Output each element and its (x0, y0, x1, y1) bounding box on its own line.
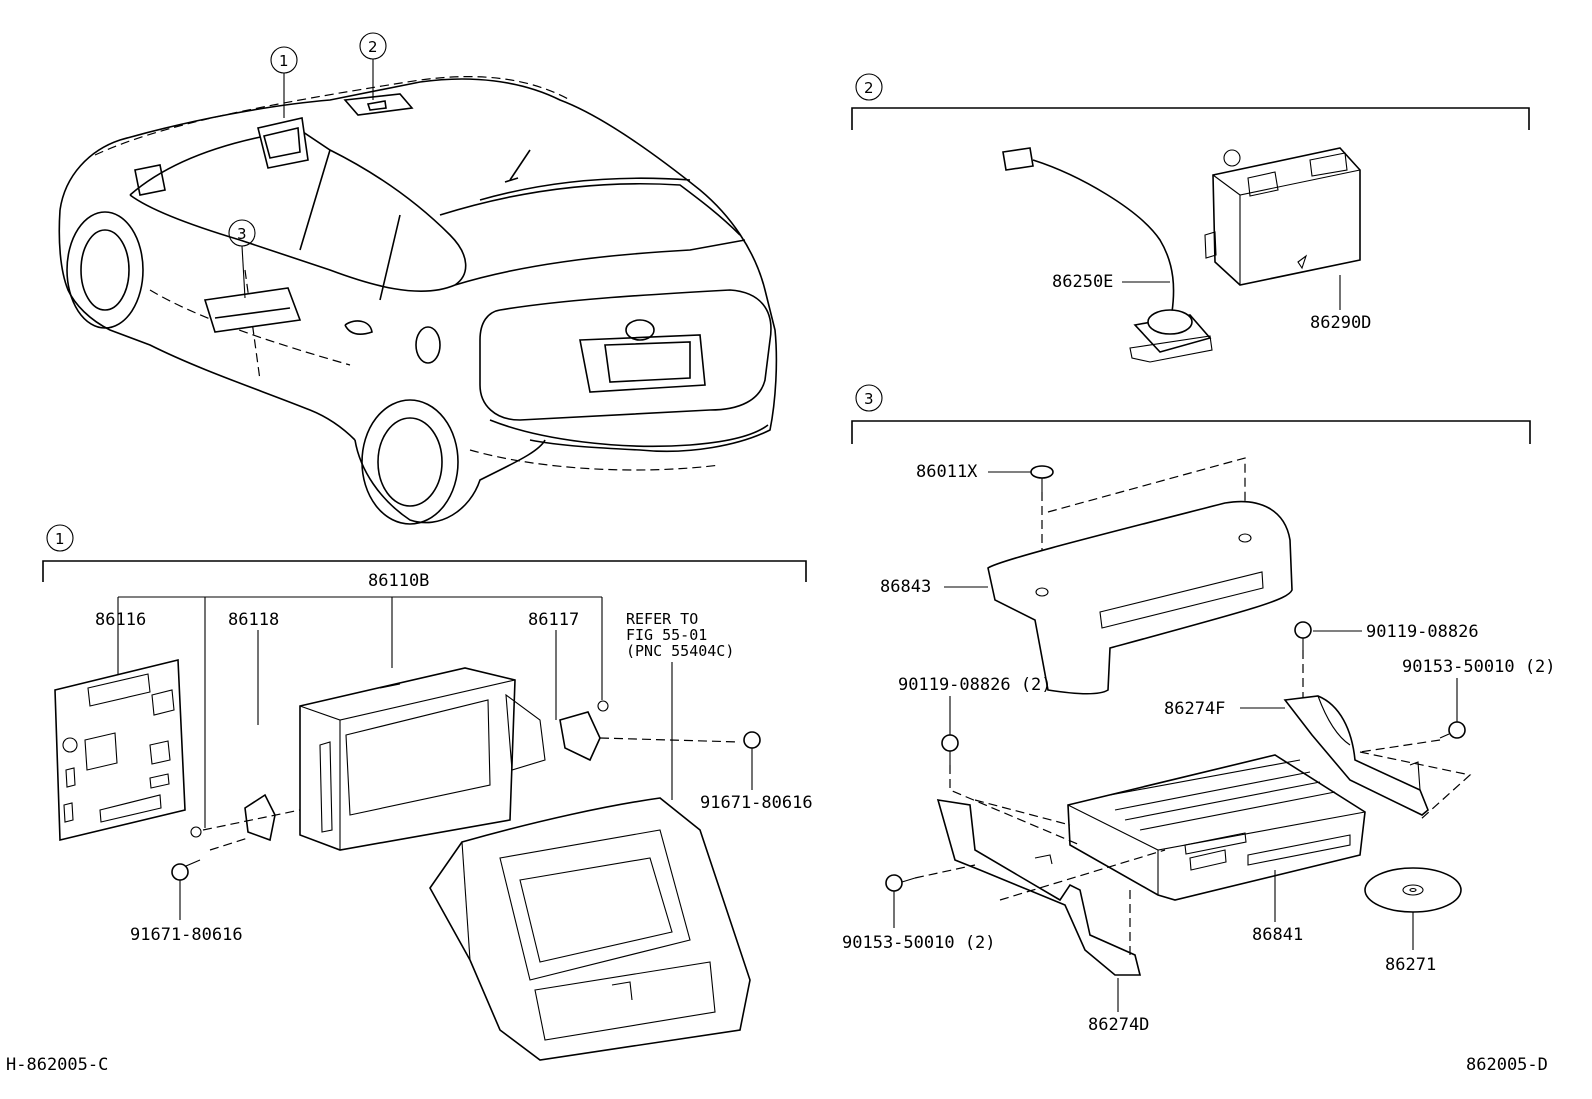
label-86843: 86843 (880, 577, 931, 597)
label-86250E: 86250E (1052, 272, 1113, 292)
label-90153-right: 90153-50010 (2) (1402, 657, 1556, 677)
refer-line-3: (PNC 55404C) (626, 642, 734, 660)
label-90119-left: 90119-08826 (2) (898, 675, 1052, 695)
section-1-callout: 1 (55, 530, 65, 548)
label-86841: 86841 (1252, 925, 1303, 945)
label-86110B: 86110B (368, 571, 429, 591)
label-86274F: 86274F (1164, 699, 1225, 719)
section-3-callout: 3 (864, 390, 874, 408)
label-91671-right: 91671-80616 (700, 793, 813, 813)
vehicle-illustration: 1 2 3 (58, 32, 778, 525)
label-90153-left: 90153-50010 (2) (842, 933, 996, 953)
label-86117: 86117 (528, 610, 579, 630)
footer-left-code: H-862005-C (6, 1055, 108, 1075)
callout-2-car: 2 (368, 38, 378, 56)
refer-line-2: FIG 55-01 (626, 626, 707, 644)
refer-line-1: REFER TO (626, 610, 698, 628)
section-2-antenna-module: 2 86250E 86290D (851, 73, 1530, 363)
section-1-display: 1 86110B 86116 86118 86117 REFER TO FIG … (42, 524, 813, 1061)
label-86274D: 86274D (1088, 1015, 1149, 1035)
label-90119-right: 90119-08826 (1366, 622, 1479, 642)
section-2-callout: 2 (864, 79, 874, 97)
callout-3-car: 3 (237, 225, 247, 243)
label-91671-left: 91671-80616 (130, 925, 243, 945)
callout-1-car: 1 (279, 52, 289, 70)
label-86271: 86271 (1385, 955, 1436, 975)
label-86118: 86118 (228, 610, 279, 630)
label-86011X: 86011X (916, 462, 978, 482)
label-86116: 86116 (95, 610, 146, 630)
footer-right-code: 862005-D (1466, 1055, 1548, 1075)
label-86290D: 86290D (1310, 313, 1371, 333)
section-3-dvd-player: 3 86011X 86843 90119-08826 90153-50010 (… (842, 384, 1556, 1035)
